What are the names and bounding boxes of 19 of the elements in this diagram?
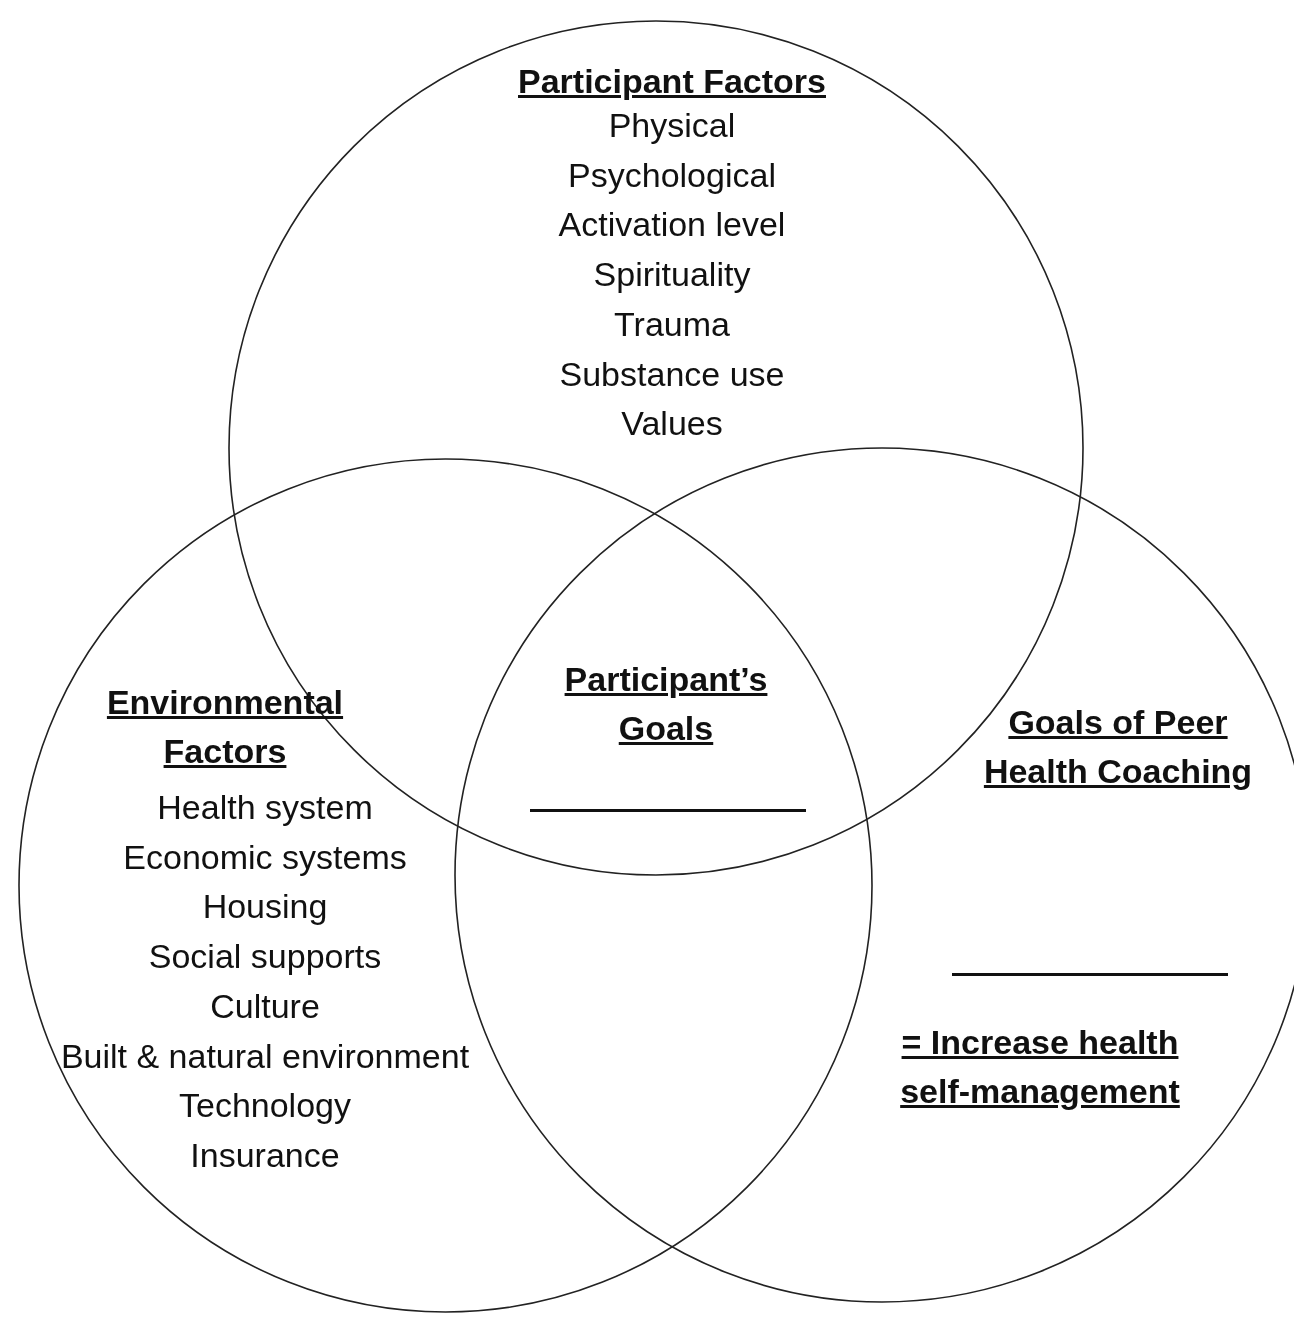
factor-item: Housing — [202, 886, 328, 928]
region-heading: Participant’s Goals — [563, 659, 769, 749]
factor-item: Culture — [210, 985, 320, 1027]
circle-heading: Goals of Peer Health Coaching — [982, 702, 1254, 792]
factor-item: Spirituality — [593, 254, 751, 296]
factor-item: Values — [621, 403, 723, 445]
factor-item: Psychological — [568, 154, 776, 196]
factor-item: Substance use — [559, 353, 785, 395]
factor-item: Built & natural environment — [60, 1035, 470, 1077]
factor-item: Economic systems — [123, 836, 407, 878]
factor-item: Social supports — [148, 936, 382, 978]
factor-item: Insurance — [190, 1134, 340, 1176]
factor-item: Trauma — [614, 303, 730, 345]
factor-item: Health system — [157, 787, 373, 828]
factor-item: Technology — [179, 1085, 351, 1127]
goal-statement: = Increase health self-management — [899, 1022, 1181, 1112]
factor-item: Activation level — [558, 204, 786, 246]
factor-item: Physical — [608, 105, 736, 146]
circle-heading: Participant Factors — [517, 61, 827, 102]
